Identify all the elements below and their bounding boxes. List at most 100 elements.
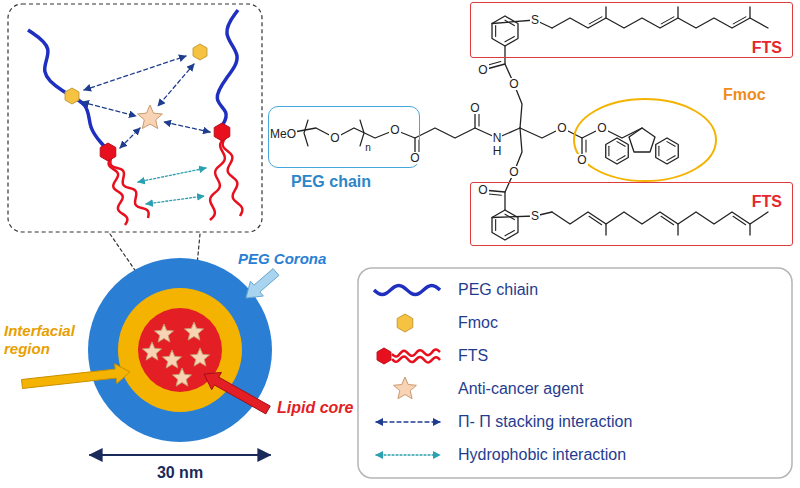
peg-chain: [28, 30, 104, 146]
pi-stacking-arrow: [164, 122, 210, 132]
double-bond: [608, 146, 609, 155]
legend-sample: [397, 314, 413, 332]
dimension-arrow: [90, 454, 270, 456]
interfacial-region: [118, 288, 242, 412]
benzene-ring: [656, 138, 679, 164]
double-bond: [505, 230, 514, 235]
legend-text: Anti-cancer agent: [458, 379, 583, 398]
legend-sample: [392, 349, 440, 356]
bracket: [304, 120, 308, 146]
pi-stacking-arrow: [120, 128, 140, 148]
legend-sample: [394, 377, 417, 399]
group-label: FTS: [752, 193, 782, 211]
atom-label: O: [477, 184, 488, 196]
pointer-arrow: [22, 364, 130, 389]
double-bond: [505, 36, 514, 41]
legend-sample: [392, 357, 440, 363]
region-label: Lipid core: [277, 398, 353, 417]
anticancer-agent: [184, 322, 203, 340]
atom-label: O: [576, 154, 587, 166]
hydrophobic-arrow: [138, 168, 206, 182]
atom-label: H: [492, 145, 503, 157]
bond: [283, 128, 520, 138]
bond: [505, 128, 522, 210]
group-ellipse: Fmoc: [573, 98, 717, 182]
benzene-ring: [492, 210, 518, 240]
double-bond: [661, 17, 674, 24]
atom-label: n: [365, 143, 371, 153]
legend-text: PEG chiain: [458, 280, 538, 299]
double-bond: [478, 114, 479, 126]
double-bond: [617, 142, 625, 147]
group-label: FTS: [752, 39, 782, 57]
legend-text: Fmoc: [458, 313, 498, 332]
peg-chain: [217, 10, 238, 126]
double-bond: [667, 156, 675, 161]
region-label: PEG Corona: [238, 250, 326, 268]
anticancer-agent: [190, 348, 209, 366]
methyl-bond: [749, 224, 750, 235]
atom-label: MeO: [269, 128, 297, 140]
legend-sample: [377, 348, 391, 364]
methyl-bond: [677, 7, 678, 18]
bond: [492, 20, 552, 28]
double-bond: [658, 146, 659, 155]
atom-label: S: [530, 210, 540, 222]
atom-label: O: [508, 78, 519, 90]
anticancer-agent: [162, 350, 181, 368]
atom-label: O: [508, 166, 519, 178]
zoom-frame: [8, 4, 262, 232]
group-box: FTS: [470, 2, 793, 58]
group-box: FTS: [470, 182, 793, 246]
double-bond: [589, 216, 602, 224]
anticancer-agent: [138, 105, 163, 129]
legend-text: Π- Π stacking interaction: [458, 412, 632, 431]
double-bond: [589, 17, 602, 24]
pi-stacking-arrow: [82, 102, 136, 116]
legend-frame: [358, 268, 792, 478]
ellipse-outline: [574, 99, 716, 181]
benzene-ring: [492, 16, 518, 46]
legend-text: FTS: [458, 346, 488, 365]
double-bond: [495, 220, 496, 231]
legend-sample: [376, 454, 440, 455]
bracket: [360, 120, 364, 146]
double-bond: [585, 140, 586, 152]
anticancer-agent: [142, 342, 161, 360]
double-bond: [667, 142, 675, 147]
fts-tail: [210, 138, 225, 220]
isoprenoid-chain: [552, 212, 768, 224]
fts-head: [100, 143, 116, 161]
atom-label: O: [556, 122, 567, 134]
atom-label: O: [409, 152, 420, 164]
bond: [492, 212, 552, 218]
double-bond: [495, 26, 496, 37]
group-label: Fmoc: [723, 86, 766, 104]
atom-label: S: [530, 14, 540, 26]
pointer-arrow: [246, 269, 279, 298]
benzene-ring: [606, 138, 629, 164]
five-ring: [629, 128, 655, 152]
methyl-bond: [605, 7, 606, 18]
pi-stacking-arrow: [158, 64, 194, 106]
pi-stacking-arrow: [84, 56, 186, 90]
region-label: Interfacial region: [4, 322, 88, 358]
bond: [505, 46, 522, 128]
atom-label: O: [329, 132, 340, 144]
legend-text: Hydrophobic interaction: [458, 445, 626, 464]
methyl-bond: [605, 224, 606, 235]
fts-tail: [110, 158, 148, 218]
bond: [520, 128, 642, 138]
atom-label: O: [477, 64, 488, 76]
double-bond: [733, 17, 746, 24]
fmoc-group: [193, 44, 207, 60]
fts-tail: [223, 138, 243, 216]
fts-head: [214, 123, 230, 141]
methyl-bond: [749, 7, 750, 18]
double-bond: [733, 216, 746, 224]
methyl-bond: [677, 224, 678, 235]
atom-label: N: [492, 132, 503, 144]
atom-label: O: [389, 124, 400, 136]
